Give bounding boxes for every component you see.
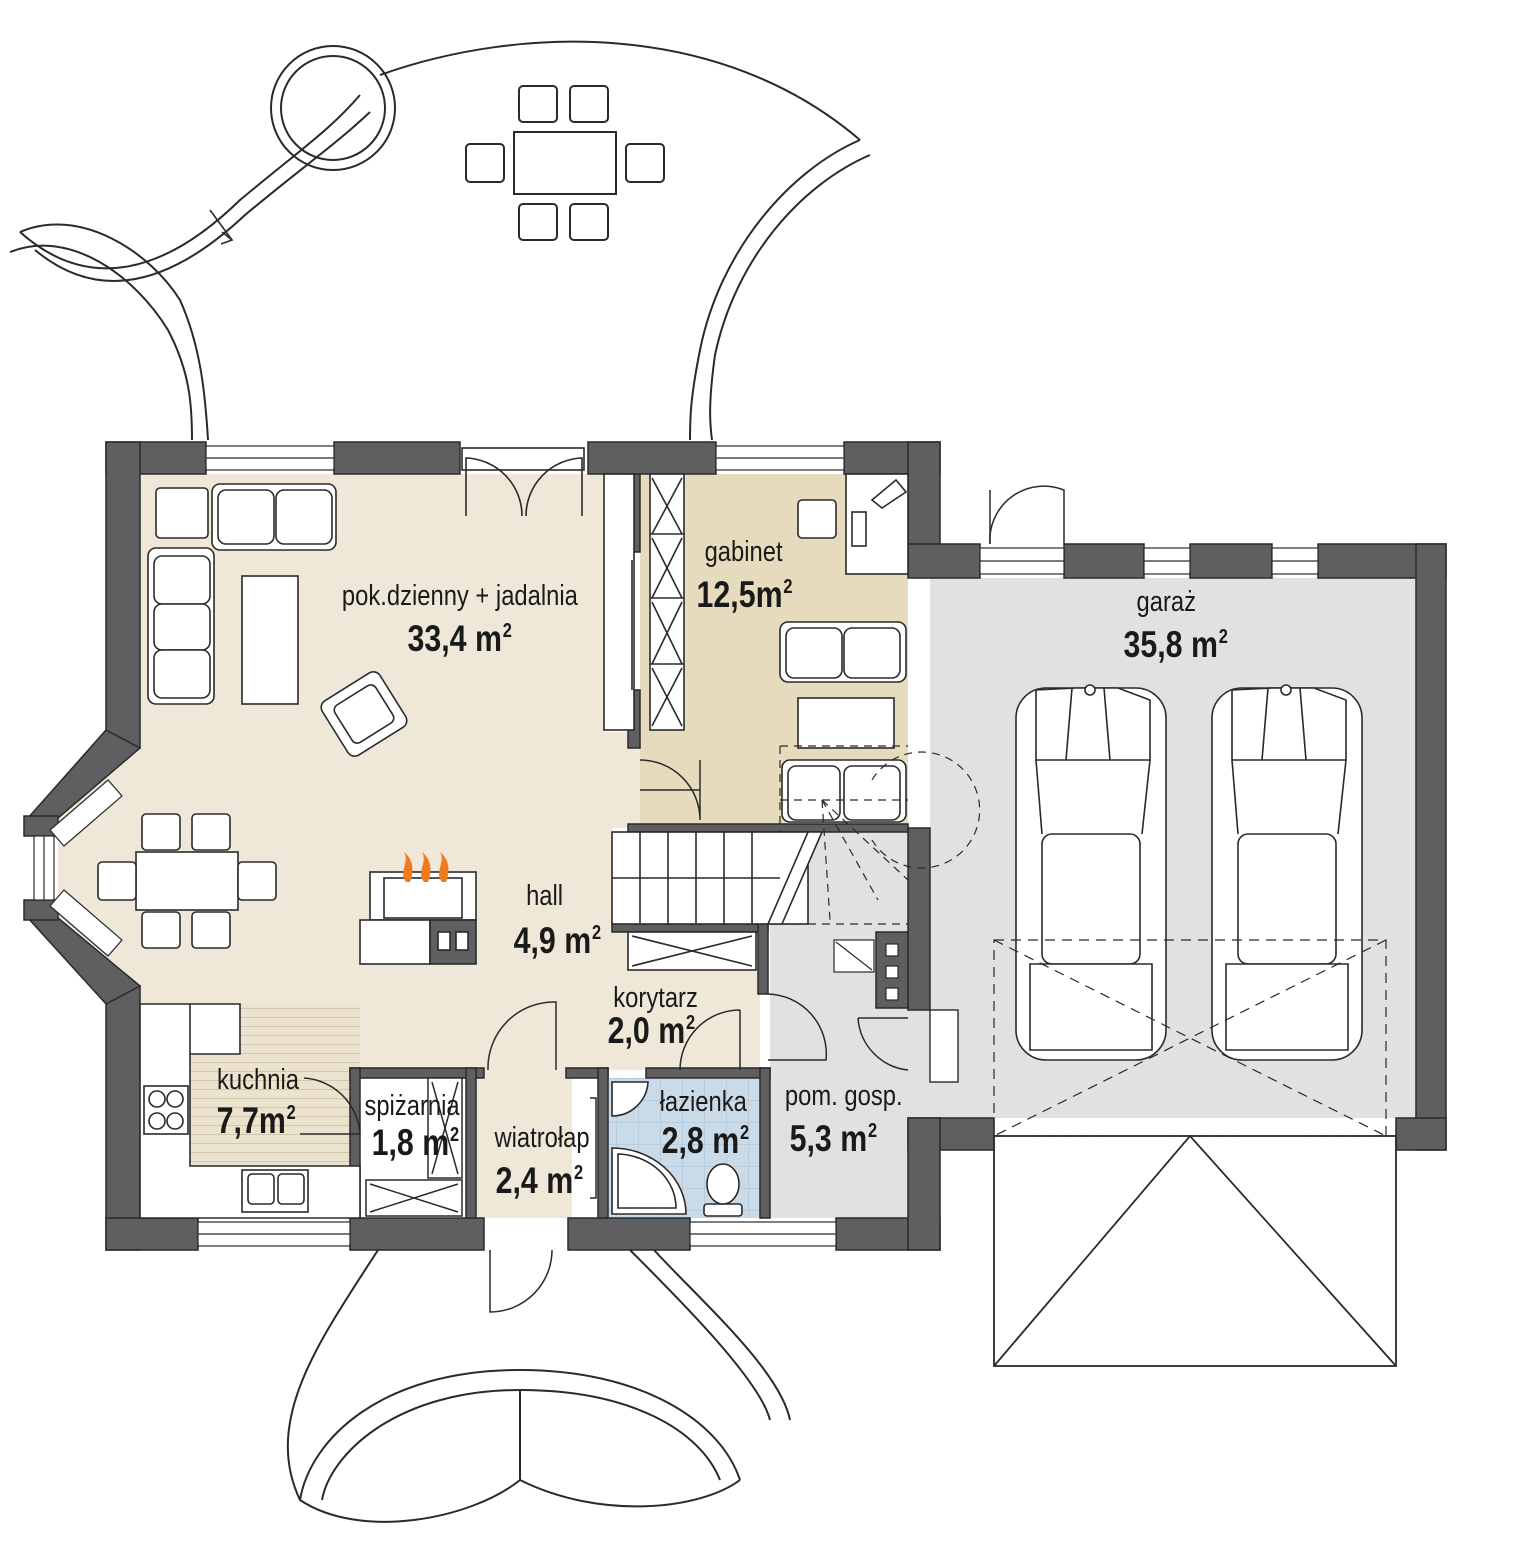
room-name-corridor: korytarz	[613, 982, 698, 1014]
terrace-table-set	[465, 85, 665, 241]
garage-cars	[1015, 684, 1363, 1061]
chimney-vents	[833, 939, 899, 1001]
windows	[33, 445, 1319, 1247]
sink-icon	[241, 1169, 309, 1213]
shower-icon	[611, 1147, 687, 1215]
toilet-icon	[703, 1163, 743, 1217]
room-area-pantry: 1,8 m2	[371, 1122, 460, 1163]
room-area-bathroom: 2,8 m2	[661, 1120, 750, 1161]
table-icon	[241, 575, 299, 705]
room-area-garage: 35,8 m2	[1123, 624, 1228, 665]
garage-canopy	[993, 1134, 1397, 1367]
fireplace	[359, 852, 477, 965]
room-name-vestibule: wiatrołap	[494, 1122, 590, 1154]
room-name-bathroom: łazienka	[659, 1086, 747, 1118]
pantry-shelves	[365, 1077, 463, 1217]
fireplace-flame-icon	[403, 852, 449, 882]
bathroom-fixtures	[611, 1081, 743, 1217]
room-name-garage: garaż	[1136, 586, 1197, 618]
room-name-living: pok.dzienny + jadalnia	[341, 580, 578, 612]
room-name-hall: hall	[526, 880, 564, 912]
living-floor	[58, 474, 760, 1218]
terrace-door	[461, 447, 585, 517]
kitchen-door	[300, 1077, 361, 1135]
stairs	[611, 831, 824, 971]
living-furniture	[97, 483, 408, 949]
office-door	[639, 759, 701, 821]
vestibule-bench	[590, 1097, 597, 1199]
garage-side-door	[929, 1009, 959, 1083]
sofa-icon	[779, 621, 907, 683]
interior-doors	[487, 485, 1065, 1313]
utility-floor	[770, 828, 930, 1218]
wardrobe	[603, 473, 685, 731]
room-name-pantry: spiżarnia	[364, 1090, 460, 1122]
room-area-hall: 4,9 m2	[513, 920, 602, 961]
terrace	[9, 40, 871, 441]
office-furniture	[779, 473, 909, 823]
room-area-vestibule: 2,4 m2	[495, 1160, 584, 1201]
car-icon	[1015, 684, 1167, 1061]
armchair-icon	[320, 671, 408, 757]
room-name-utility: pom. gosp.	[784, 1080, 903, 1112]
entrance-steps	[286, 1249, 791, 1523]
walls	[23, 441, 1447, 1251]
car-icon	[1211, 684, 1363, 1061]
kitchen-units	[139, 1003, 361, 1219]
room-area-kitchen: 7,7m2	[216, 1100, 296, 1141]
room-area-corridor: 2,0 m2	[607, 1010, 696, 1051]
room-area-office: 12,5m2	[696, 574, 793, 615]
room-area-living: 33,4 m2	[407, 618, 512, 659]
room-name-office: gabinet	[704, 536, 783, 568]
room-name-kitchen: kuchnia	[216, 1064, 299, 1096]
room-area-utility: 5,3 m2	[789, 1118, 878, 1159]
stove-icon	[143, 1085, 189, 1135]
